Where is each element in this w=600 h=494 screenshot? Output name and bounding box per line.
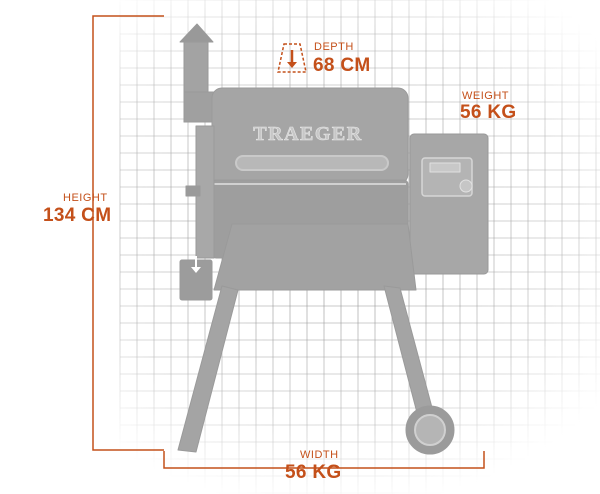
chimney-base: [183, 91, 217, 123]
controller-display: [429, 162, 461, 173]
grill-shelf: [213, 223, 417, 291]
brand-logo: TRAEGER: [253, 123, 362, 145]
pellet-hopper: [409, 133, 489, 275]
chimney-cap: [179, 23, 214, 43]
width-dimension-line: [163, 451, 485, 469]
height-value: 134 CM: [43, 205, 112, 226]
left-leg: [177, 285, 239, 453]
controller-knob: [459, 179, 473, 193]
depth-arrow-icon: [277, 43, 307, 73]
height-dimension-line: [92, 15, 164, 451]
width-value: 56 KG: [285, 462, 342, 483]
left-bracket: [185, 185, 201, 197]
depth-value: 68 CM: [313, 55, 371, 76]
weight-caption: WEIGHT: [462, 90, 509, 102]
hopper-down-arrow-icon: [191, 256, 201, 273]
wheel-hub: [414, 414, 446, 446]
depth-caption: DEPTH: [314, 41, 354, 53]
height-caption: HEIGHT: [63, 192, 108, 204]
grill-illustration: [177, 23, 489, 455]
width-caption: WIDTH: [300, 449, 339, 461]
weight-value: 56 KG: [460, 102, 517, 123]
lid-handle: [235, 155, 389, 171]
